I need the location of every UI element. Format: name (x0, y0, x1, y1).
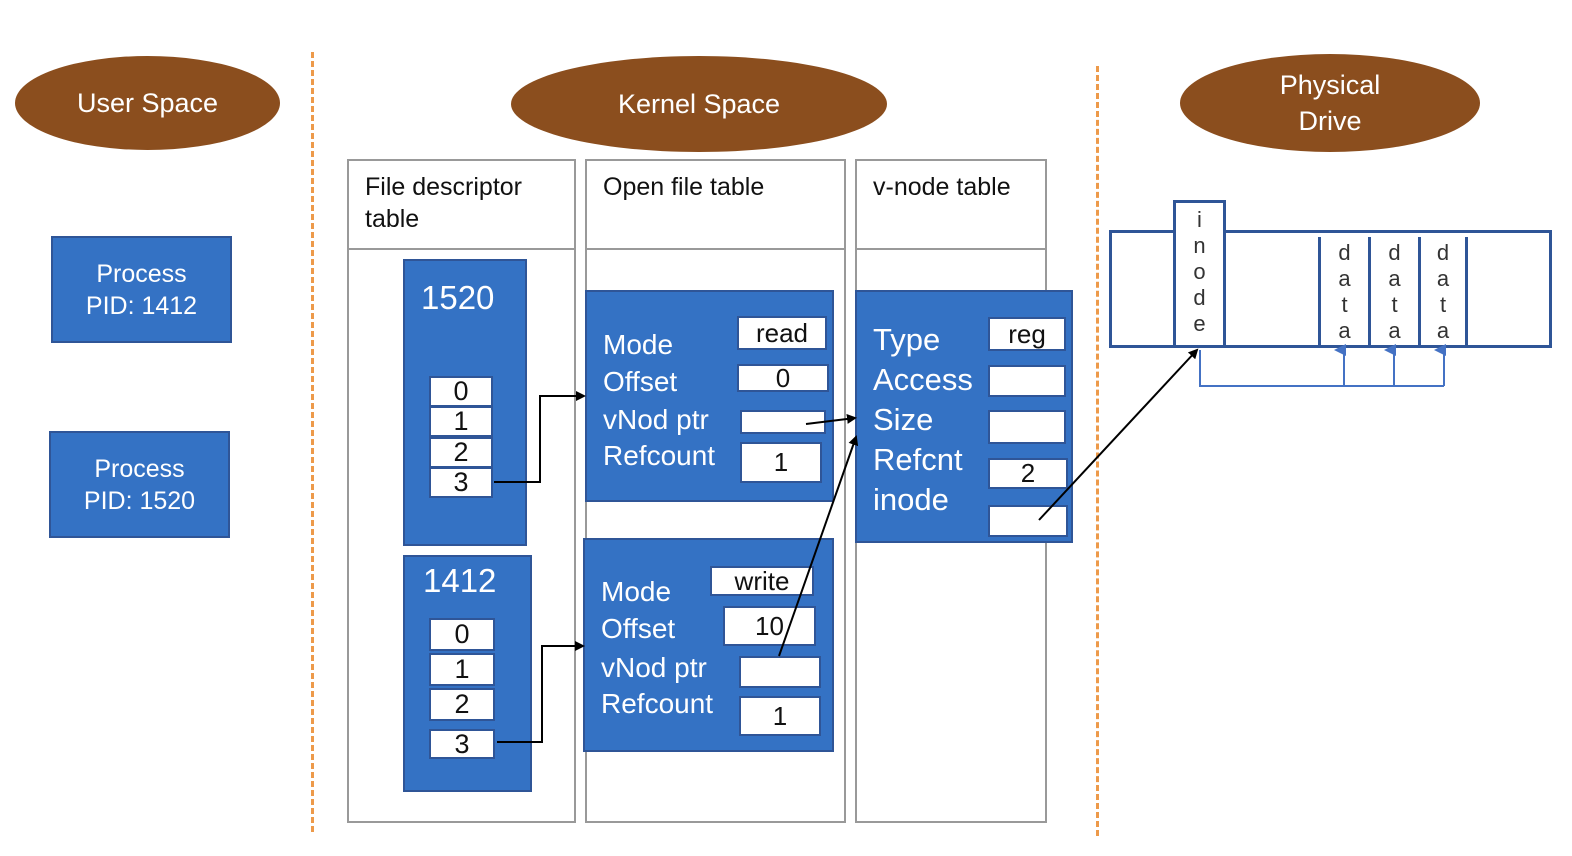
mode-value: write (710, 566, 814, 596)
data-block: d a t a (1368, 237, 1418, 345)
letter: i (1197, 207, 1202, 232)
open-file-entry-write: Mode Offset vNod ptr Refcount write 10 1 (583, 538, 834, 752)
user-space-label: User Space (76, 88, 219, 118)
field-label: Offset (601, 613, 676, 644)
letter: o (1193, 259, 1206, 284)
physical-drive-header: Physical Drive (1180, 54, 1480, 152)
fd-slot: 1 (429, 406, 493, 437)
data-block: d a t a (1318, 237, 1368, 345)
field-label: Type (873, 322, 941, 357)
field-label: vNod ptr (603, 404, 709, 435)
fd-block-pid: 1520 (421, 279, 495, 316)
field-label: Mode (603, 329, 674, 360)
letter: d (1193, 285, 1206, 310)
table-title: Open file table (587, 161, 844, 250)
vnode-entry: Type Access Size Refcnt inode reg 2 (855, 290, 1073, 543)
table-title: File descriptor table (349, 161, 574, 250)
field-label: Offset (603, 366, 678, 397)
size-value (988, 410, 1066, 444)
fd-block-pid: 1412 (423, 562, 497, 599)
field-label: Refcount (603, 440, 716, 471)
fd-slot: 1 (429, 653, 495, 686)
refcnt-value: 2 (988, 458, 1068, 489)
field-label: vNod ptr (601, 652, 707, 683)
field-label: Refcnt (873, 442, 963, 477)
open-file-entry-read: Mode Offset vNod ptr Refcount read 0 1 (585, 290, 834, 502)
table-title: v-node table (857, 161, 1045, 250)
field-label: Refcount (601, 688, 714, 719)
vnode-ptr-value (740, 410, 826, 434)
letter: t (1439, 292, 1447, 317)
process-label: Process PID: 1412 (85, 259, 198, 320)
vnode-ptr-value (739, 656, 821, 688)
fd-slot: 3 (429, 729, 495, 759)
field-label: Mode (601, 576, 672, 607)
kernel-drive-divider (1096, 66, 1099, 836)
letter: t (1341, 292, 1348, 317)
user-space-header: User Space (15, 56, 280, 150)
kernel-space-header: Kernel Space (511, 56, 887, 152)
field-label: Size (873, 402, 934, 437)
letter: e (1193, 311, 1206, 336)
field-label: inode (873, 482, 949, 517)
offset-value: 10 (723, 606, 816, 646)
inode-ptr-arrow (1038, 348, 1199, 521)
kernel-space-label: Kernel Space (617, 89, 781, 119)
vnode-ptr-write-arrow (778, 435, 859, 657)
letter: a (1338, 318, 1351, 343)
letter: a (1436, 318, 1450, 343)
inode-ptr-value (988, 505, 1068, 537)
fd1520-to-openfile-arrow (494, 391, 586, 483)
process-label: Process PID: 1520 (83, 454, 196, 515)
letter: a (1388, 318, 1401, 343)
process-1412: Process PID: 1412 (51, 236, 232, 343)
refcount-value: 1 (739, 696, 821, 736)
fd-slot: 0 (429, 618, 495, 651)
fd-block-1412: 1412 0 1 2 3 (403, 555, 532, 792)
field-label: Access (873, 362, 973, 397)
letter: d (1388, 240, 1401, 265)
fd-slot: 3 (429, 467, 493, 498)
mode-value: read (737, 316, 827, 350)
letter: d (1338, 240, 1351, 265)
vnode-ptr-read-arrow (805, 414, 857, 425)
type-value: reg (988, 317, 1066, 351)
offset-value: 0 (737, 363, 829, 393)
access-value (988, 365, 1066, 397)
inode-cell: i n o d e (1173, 200, 1226, 348)
inode-to-data-link (1199, 350, 1444, 387)
physical-drive-label: Physical Drive (1279, 70, 1381, 136)
letter: a (1436, 266, 1450, 291)
letter: d (1436, 240, 1450, 265)
fd-block-1520: 1520 0 1 2 3 (403, 259, 527, 546)
user-kernel-divider (311, 52, 314, 832)
letter: t (1391, 292, 1398, 317)
data-block: d a t a (1418, 237, 1468, 345)
letter: a (1338, 266, 1351, 291)
process-1520: Process PID: 1520 (49, 431, 230, 538)
letter: n (1193, 233, 1206, 258)
fd1412-to-openfile-arrow (497, 641, 585, 743)
fd-slot: 2 (429, 688, 495, 721)
letter: a (1388, 266, 1401, 291)
refcount-value: 1 (740, 442, 822, 483)
